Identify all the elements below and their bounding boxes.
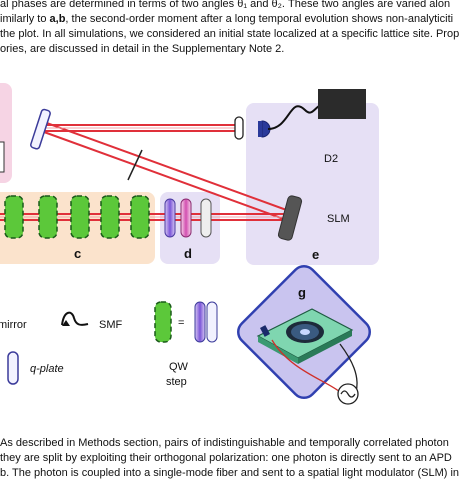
qw-plate-4 xyxy=(100,195,120,239)
label-d2: D2 xyxy=(324,153,338,165)
caption-top-line-2-bold: a,b xyxy=(49,13,66,25)
panel-g: g xyxy=(237,265,371,405)
slm-device xyxy=(277,195,303,241)
qw-plate-3 xyxy=(70,195,90,239)
panel-e xyxy=(246,103,379,265)
qw-plate-1 xyxy=(4,195,24,239)
caption-bottom-line-2: they are split by exploiting their ortho… xyxy=(0,452,452,464)
label-e: e xyxy=(312,247,319,262)
lens xyxy=(234,116,244,140)
fiber-cable xyxy=(267,103,323,130)
left-detector-box xyxy=(0,141,5,173)
mirror-1 xyxy=(30,108,51,150)
wire-red xyxy=(271,339,341,393)
caption-bottom-line-1: As described in Methods section, pairs o… xyxy=(0,437,449,449)
caption-top-line-4: ories, are discussed in detail in the Su… xyxy=(0,43,285,55)
qw-plate-2 xyxy=(38,195,58,239)
detector-d2 xyxy=(318,89,366,119)
fiber-coupler xyxy=(261,120,271,138)
beam-marker xyxy=(127,149,143,181)
label-d: d xyxy=(184,246,192,261)
legend-qw-step-line1: QW xyxy=(169,361,189,373)
qw-plate-5 xyxy=(130,195,150,239)
legend-smf-label: SMF xyxy=(99,319,123,331)
legend-equals: = xyxy=(178,317,184,329)
qw-plates xyxy=(4,195,150,239)
legend-mirror-label: mirror xyxy=(0,319,27,331)
legend-qplate-icon xyxy=(7,351,19,385)
smf-icon xyxy=(61,311,89,326)
legend-qplate-label: q-plate xyxy=(30,363,64,375)
legend-qw-plate-icon xyxy=(154,301,172,343)
legend-qw-step-line2: step xyxy=(166,376,187,388)
caption-bottom-line-3: b. The photon is coupled into a single-m… xyxy=(0,467,460,479)
label-c: c xyxy=(74,246,81,261)
caption-top-line-1: al phases are determined in terms of two… xyxy=(0,0,451,10)
caption-top-line-2: imilarly to a,b, the second-order moment… xyxy=(0,12,453,26)
legend-qplate-a-icon xyxy=(194,301,206,343)
qplate-d-2 xyxy=(180,198,192,238)
caption-top-line-2-pre: imilarly to xyxy=(0,13,50,25)
qplate-d-1 xyxy=(164,198,176,238)
legend-qplate-b-icon xyxy=(206,301,218,343)
caption-top-line-3: the plot. In all simulations, we conside… xyxy=(0,28,460,40)
caption-top-line-2-post: , the second-order moment after a long t… xyxy=(65,13,454,25)
label-slm: SLM xyxy=(327,213,350,225)
label-g: g xyxy=(298,285,306,300)
waveplate-d xyxy=(200,198,212,238)
